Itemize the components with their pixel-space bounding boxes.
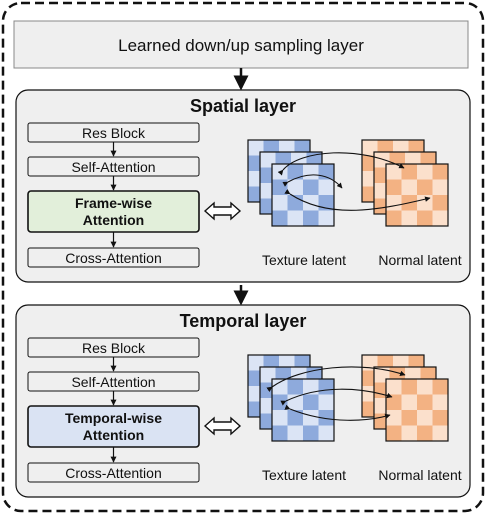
spatial-self-attention-block-label: Self-Attention — [71, 159, 155, 175]
spatial-cross-attention-block-label: Cross-Attention — [65, 250, 161, 266]
spatial-attention-link-2 — [282, 174, 343, 189]
temporal-texture-grid-3 — [271, 378, 335, 442]
spatial-bidirectional-arrow-icon — [203, 201, 242, 221]
temporal-texture-latent-label: Texture latent — [262, 467, 346, 483]
spatial-special-attention-line2: Attention — [83, 212, 144, 228]
temporal-self-attention-block-label: Self-Attention — [71, 374, 155, 390]
spatial-texture-grid-3 — [271, 163, 335, 227]
spatial-layer-title: Spatial layer — [190, 96, 296, 116]
temporal-res-block-label: Res Block — [82, 340, 146, 356]
spatial-res-block-label: Res Block — [82, 125, 146, 141]
sampling-layer-label: Learned down/up sampling layer — [118, 36, 364, 55]
spatial-texture-latent-label: Texture latent — [262, 252, 346, 268]
spatial-special-attention-line1: Frame-wise — [75, 195, 152, 211]
spatial-normal-latent-label: Normal latent — [378, 252, 461, 268]
temporal-bidirectional-arrow-icon — [203, 416, 242, 436]
temporal-attention-link-1 — [266, 366, 406, 393]
temporal-normal-grid-3 — [385, 378, 449, 442]
temporal-cross-attention-block — [27, 462, 200, 483]
temporal-special-attention-line1: Temporal-wise — [65, 410, 162, 426]
temporal-cross-attention-block-label: Cross-Attention — [65, 465, 161, 481]
temporal-attention-link-2 — [280, 388, 393, 406]
temporal-attention-link-3 — [284, 404, 391, 421]
spatial-attention-link-3 — [284, 188, 431, 211]
spatial-cross-attention-block — [27, 247, 200, 268]
temporal-special-attention-line2: Attention — [83, 427, 144, 443]
spatial-normal-grid-3 — [385, 163, 449, 227]
temporal-normal-latent-label: Normal latent — [378, 467, 461, 483]
temporal-layer-title: Temporal layer — [180, 311, 307, 331]
spatial-attention-link-1 — [277, 152, 405, 176]
